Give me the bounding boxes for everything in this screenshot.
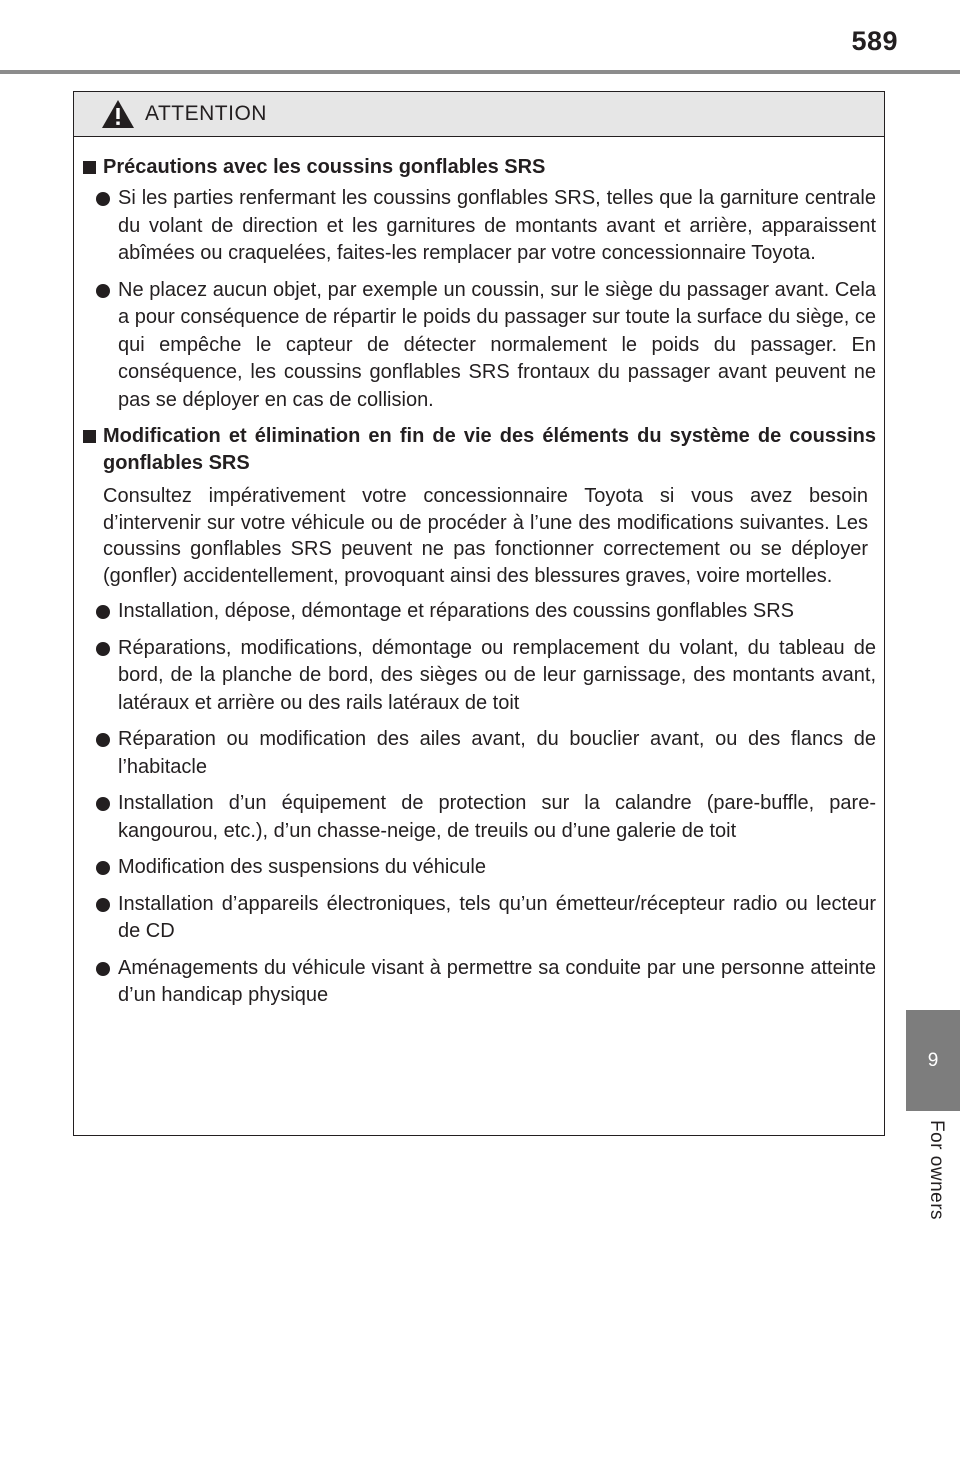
round-bullet-icon [96,192,110,206]
section-heading: Modification et élimination en fin de vi… [83,423,876,477]
caution-body: Précautions avec les coussins gonflables… [74,137,884,1010]
list-item: Installation, dépose, démontage et répar… [94,598,876,626]
list-item: Aménagements du véhicule visant à permet… [94,955,876,1010]
caution-title: ATTENTION [145,102,267,125]
round-bullet-icon [96,797,110,811]
square-bullet-icon [83,430,96,443]
list-item: Si les parties renfermant les coussins g… [94,185,876,268]
section-heading: Précautions avec les coussins gonflables… [83,154,876,181]
caution-header: ATTENTION [74,92,884,137]
page-number: 589 [851,26,898,56]
list-item: Installation d’appareils électroniques, … [94,891,876,946]
list-item: Ne placez aucun objet, par exemple un co… [94,277,876,415]
section-modification-disposal: Modification et élimination en fin de vi… [83,423,876,1010]
round-bullet-icon [96,961,110,976]
list-item: Modification des suspensions du véhicule [94,854,876,882]
chapter-number: 9 [927,1050,939,1071]
section-airbag-precautions: Précautions avec les coussins gonflables… [83,154,876,414]
section-intro: Consultez impérativement votre concessio… [103,485,868,587]
list-item: Installation d’un équipement de protecti… [94,790,876,845]
warning-triangle-icon [101,99,135,129]
header-divider [0,70,960,74]
round-bullet-icon [96,733,110,747]
square-bullet-icon [83,161,96,174]
round-bullet-icon [96,641,110,656]
chapter-tab[interactable]: 9 [906,1010,960,1111]
round-bullet-icon [96,897,110,912]
list-item: Réparations, modifications, démontage ou… [94,635,876,718]
caution-box: ATTENTION Précautions avec les coussins … [73,91,885,1136]
round-bullet-icon [96,283,110,298]
list-item: Réparation ou modification des ailes ava… [94,726,876,781]
round-bullet-icon [96,605,110,619]
chapter-label: For owners [926,1120,947,1221]
round-bullet-icon [96,861,110,875]
